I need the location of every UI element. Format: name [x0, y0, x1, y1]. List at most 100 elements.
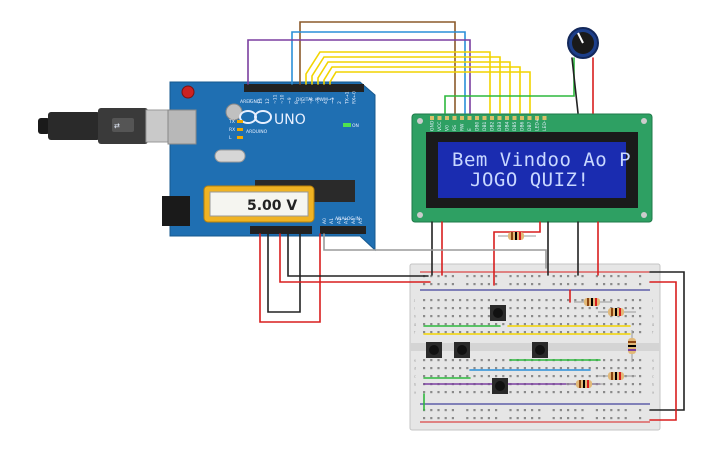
breadboard-row-letter: h: [652, 315, 654, 319]
lcd-pin[interactable]: [445, 116, 449, 120]
lcd-pin-label: DB6: [520, 121, 526, 131]
lcd-pin-label: DB1: [482, 121, 488, 131]
lcd-pin[interactable]: [437, 116, 442, 120]
breadboard-row-letter: a: [652, 391, 654, 395]
resistor-4[interactable]: [628, 330, 636, 362]
wires: [247, 21, 685, 421]
analog-pin-label: A2: [336, 218, 342, 224]
breadboard-row-letter: c: [414, 375, 416, 379]
breadboard-row-letter: f: [652, 331, 654, 335]
lcd-pin[interactable]: [452, 116, 457, 120]
push-button-4[interactable]: [532, 342, 548, 358]
lcd-screen: [438, 142, 626, 198]
digital-pin-label: 4: [323, 101, 329, 104]
on-label: ON: [352, 123, 359, 129]
digital-pin-label: 13: [258, 98, 264, 104]
usb-cable: ⇄: [38, 108, 173, 144]
digital-pin-label: ~5: [316, 97, 322, 104]
lcd-pin[interactable]: [475, 116, 479, 120]
breadboard-row-letter: i: [414, 307, 415, 311]
lcd-line-2: JOGO QUIZ!: [470, 169, 589, 191]
digital-label: DIGITAL (PWM~): [296, 97, 334, 103]
lcd-pin-label: LED-: [542, 120, 548, 131]
lcd-pin[interactable]: [535, 116, 539, 120]
lcd-pin[interactable]: [542, 116, 547, 120]
lcd-pin[interactable]: [497, 116, 502, 120]
lcd-pin[interactable]: [467, 116, 472, 120]
lcd-pin-label: E: [467, 128, 473, 131]
wire-purple[interactable]: [247, 39, 471, 114]
lcd-pin-label: DB5: [512, 121, 518, 131]
lcd-pin[interactable]: [490, 116, 494, 120]
lcd-pin-label: VCC: [437, 122, 443, 131]
analog-header[interactable]: [320, 226, 366, 234]
breadboard-row-letter: i: [652, 307, 653, 311]
digital-pin-label: 2: [337, 101, 343, 104]
breadboard-row-letter: j: [413, 299, 415, 303]
lcd-pin-label: RS: [452, 125, 458, 131]
wire-gray[interactable]: [323, 233, 547, 269]
lcd-pin-label: DB4: [505, 121, 511, 131]
digital-pin-label: ~11: [272, 94, 278, 104]
potentiometer[interactable]: [567, 27, 599, 59]
lcd-pin-label: DB3: [497, 121, 503, 131]
breadboard-row-letter: e: [652, 359, 654, 363]
lcd-pin[interactable]: [460, 116, 464, 120]
lcd-pin-label: RW: [460, 123, 466, 131]
push-button-1[interactable]: [490, 305, 506, 321]
resistor-3[interactable]: [598, 308, 636, 316]
breadboard-row-letter: j: [651, 299, 653, 303]
wire-yellow[interactable]: [329, 71, 531, 114]
breadboard-row-letter: e: [414, 359, 416, 363]
brand-label: ARDUINO: [246, 129, 268, 135]
resistor-2[interactable]: [574, 298, 612, 306]
digital-header[interactable]: [244, 84, 364, 92]
arduino-board[interactable]: ARDUINO UNO ON DIGITAL (PWM~) ANALOG IN …: [162, 81, 376, 252]
multimeter[interactable]: 5.00 V: [203, 185, 315, 223]
analog-pin-label: A3: [344, 218, 350, 224]
lcd-pin[interactable]: [482, 116, 487, 120]
push-button-3[interactable]: [454, 342, 470, 358]
push-button-5[interactable]: [492, 378, 508, 394]
digital-pin-label: TX→1: [344, 91, 350, 105]
led-l-label: L: [229, 135, 232, 141]
model-label: UNO: [274, 112, 306, 128]
resistor-6[interactable]: [598, 372, 636, 380]
push-buttons: [426, 305, 548, 394]
lcd-pin[interactable]: [430, 116, 434, 120]
breadboard-row-letter: d: [414, 367, 416, 371]
digital-pin-label: 12: [265, 98, 271, 104]
lcd-pin-label: DB0: [475, 121, 481, 131]
reset-button-icon[interactable]: [181, 85, 195, 99]
power-header[interactable]: [250, 226, 312, 234]
lcd-pin[interactable]: [512, 116, 517, 120]
breadboard-row-letter: b: [414, 383, 417, 387]
analog-pin-label: A0: [322, 218, 328, 224]
lcd-pin[interactable]: [505, 116, 509, 120]
svg-text:⇄: ⇄: [114, 122, 120, 130]
digital-pin-label: ~3: [330, 97, 336, 104]
lcd-pin-label: LED+: [535, 118, 541, 131]
lcd-pin[interactable]: [520, 116, 524, 120]
lcd-pin-label: GND: [430, 120, 436, 131]
resistor-1[interactable]: [498, 232, 536, 240]
resistor-5[interactable]: [566, 380, 604, 388]
lcd-pin[interactable]: [527, 116, 532, 120]
digital-pin-label: ~9: [287, 97, 293, 104]
breadboard-row-letter: c: [652, 375, 654, 379]
usb-port: [167, 109, 197, 145]
digital-pin-label: 7: [301, 101, 307, 104]
breadboard-row-letter: g: [414, 323, 416, 327]
breadboard-row-letter: g: [652, 323, 654, 327]
breadboard-row-letter: f: [414, 331, 416, 335]
gnd-label: GND: [250, 99, 261, 105]
push-button-2[interactable]: [426, 342, 442, 358]
aref-label: AREF: [240, 99, 252, 105]
digital-pin-label: RX←0: [352, 91, 358, 104]
breadboard-row-letter: b: [652, 383, 655, 387]
digital-pin-label: ~10: [280, 94, 286, 104]
lcd-pin-label: DB2: [490, 121, 496, 131]
lcd-line-1: Bem Vindoo Ao P: [452, 149, 631, 171]
